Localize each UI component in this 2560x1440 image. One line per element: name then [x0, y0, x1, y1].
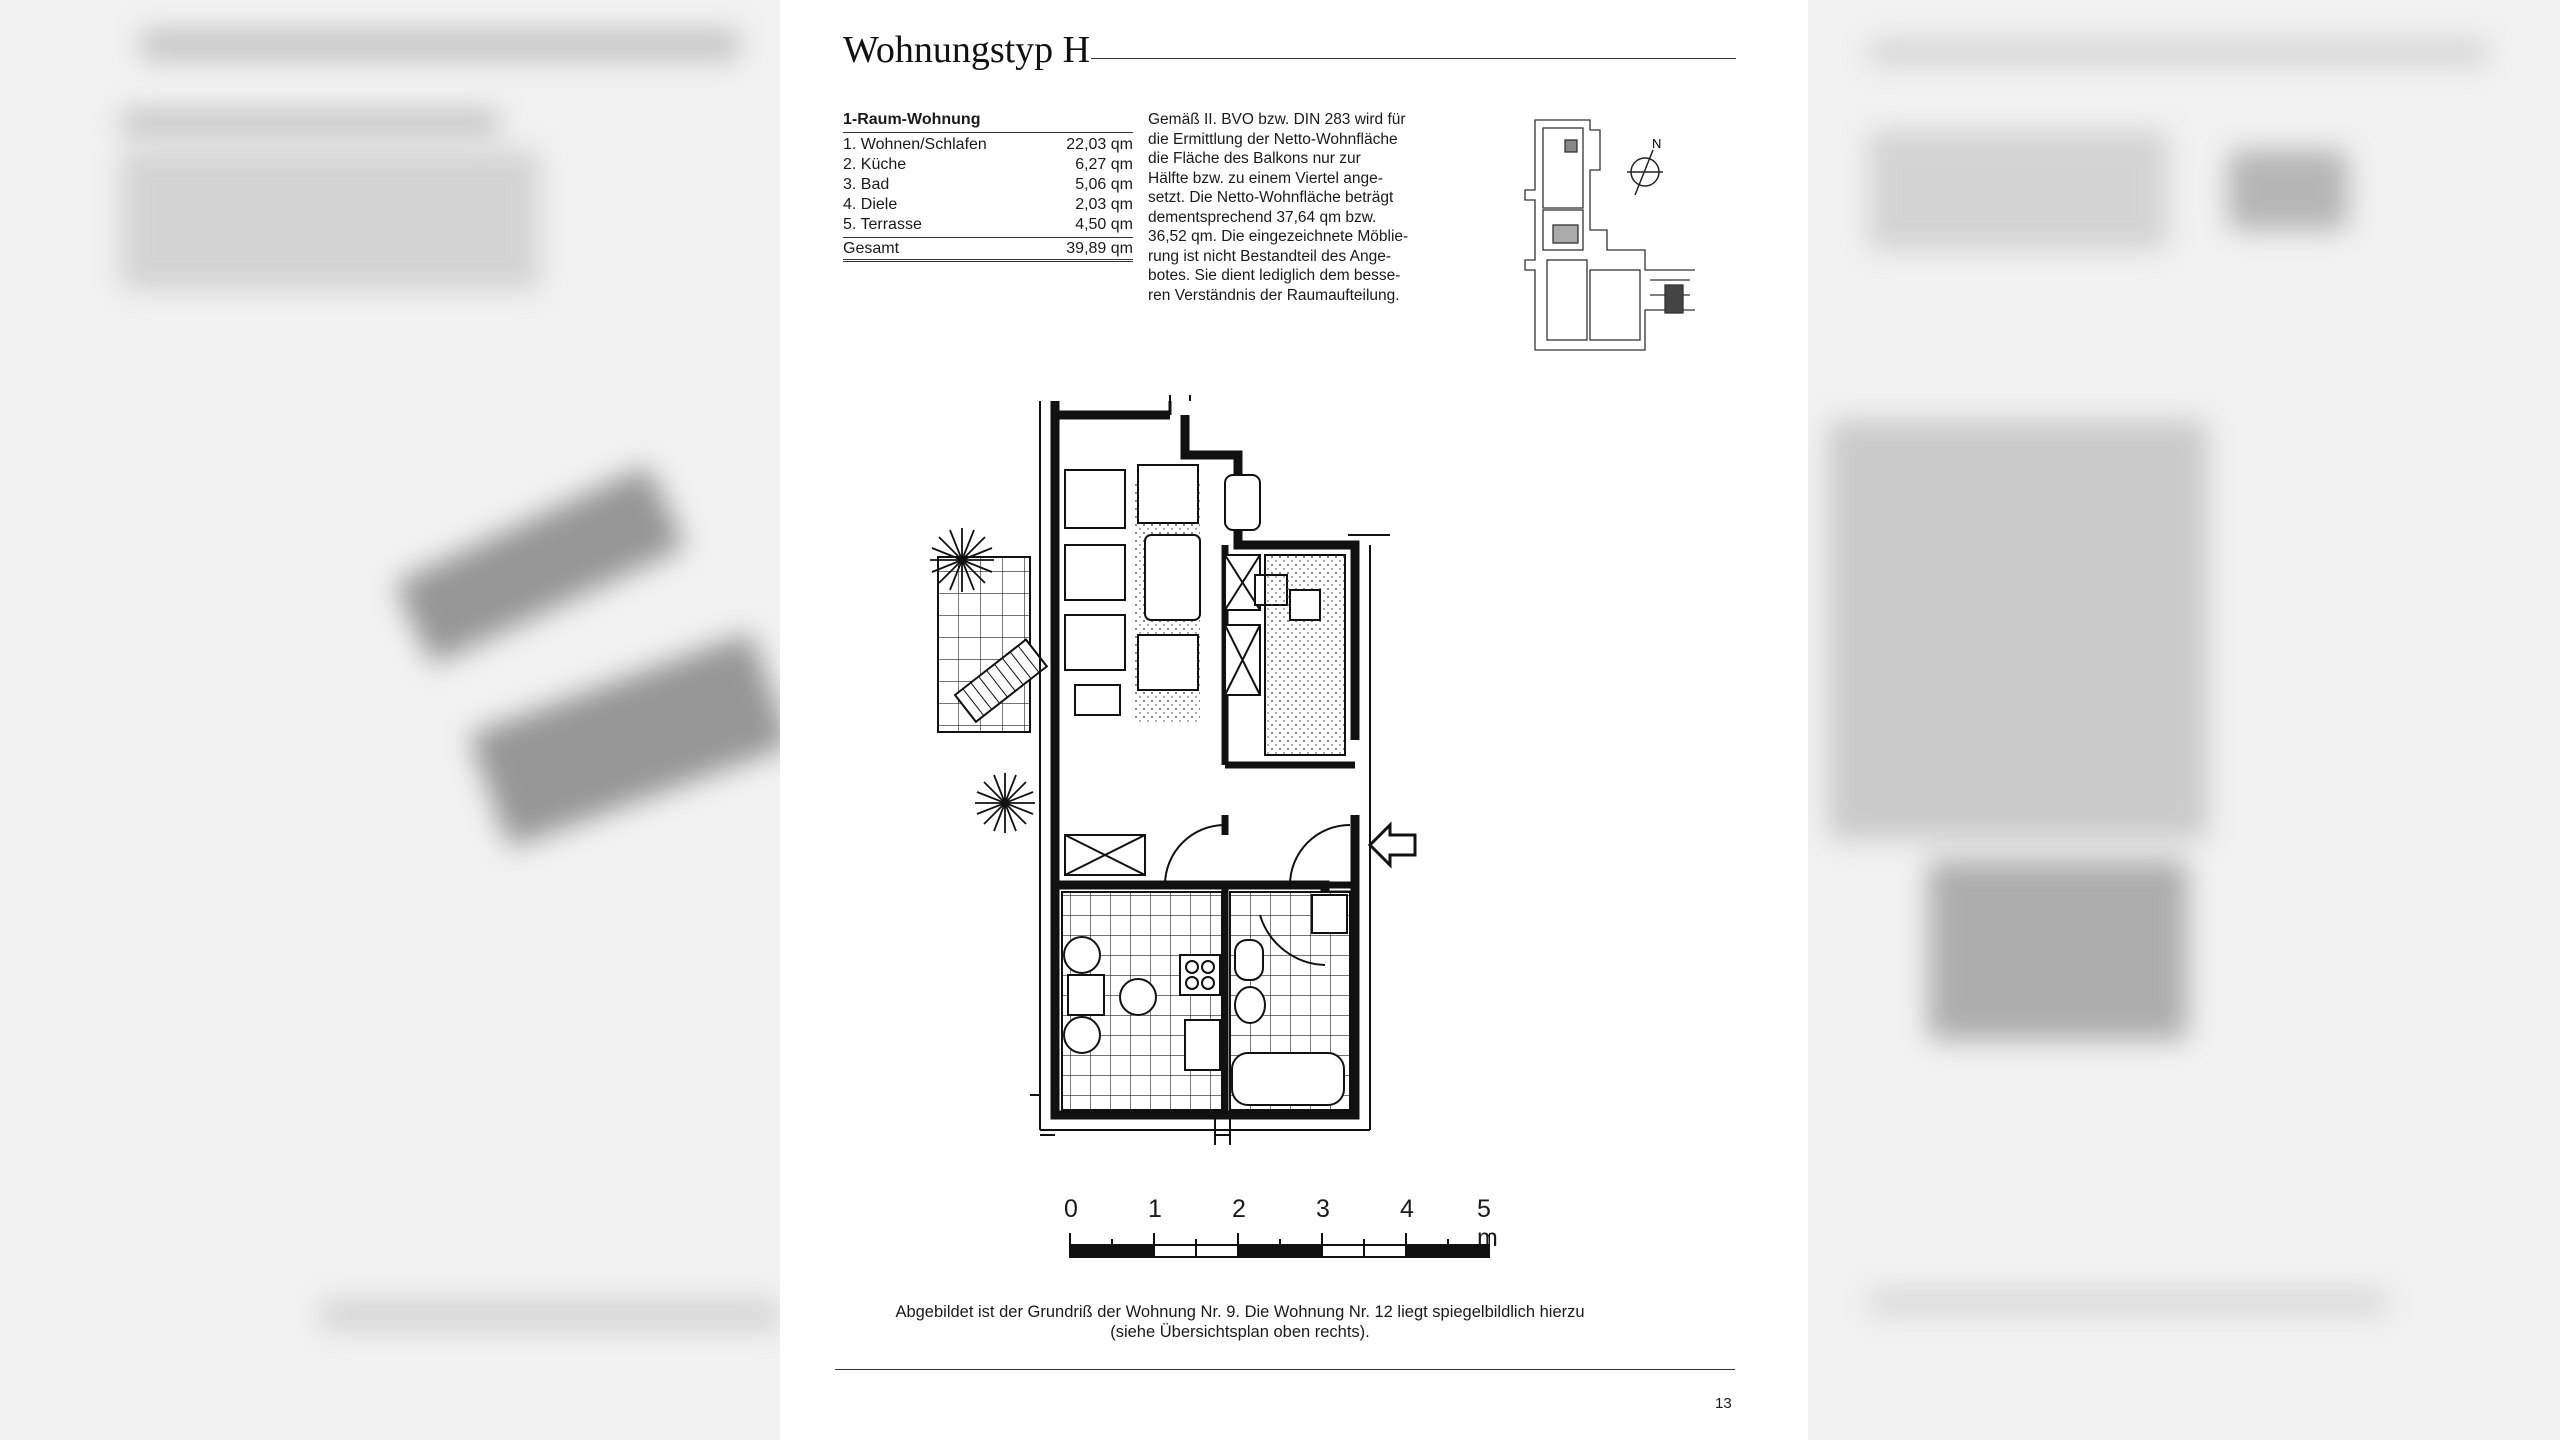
note-line: ren Verständnis der Raumaufteilung. — [1148, 286, 1400, 304]
area-total-row: Gesamt 39,89 qm — [843, 237, 1133, 262]
area-value: 5,06 qm — [1075, 176, 1133, 193]
floor-plan — [870, 390, 1500, 1175]
scale-label: 1 — [1148, 1195, 1162, 1223]
area-value: 22,03 qm — [1066, 136, 1133, 153]
area-label: 3. Bad — [843, 176, 890, 193]
bottom-rule — [835, 1369, 1735, 1370]
note-line: die Ermittlung der Netto-Wohnfläche — [1148, 130, 1398, 148]
area-table: 1-Raum-Wohnung 1. Wohnen/Schlafen 22,03 q… — [843, 110, 1133, 262]
area-row: 2. Küche 6,27 qm — [843, 155, 1133, 175]
scale-bar: 0 1 2 3 4 5 m — [1060, 1195, 1498, 1275]
kitchen — [1061, 891, 1223, 1111]
note-line: botes. Sie dient lediglich dem besse- — [1148, 267, 1401, 284]
area-note: Gemäß II. BVO bzw. DIN 283 wird für die … — [1148, 110, 1448, 305]
note-line: dementsprechend 37,64 qm bzw. — [1148, 208, 1377, 226]
area-label: 1. Wohnen/Schlafen — [843, 136, 987, 153]
title-row: Wohnungstyp H — [843, 28, 1743, 78]
area-table-heading: 1-Raum-Wohnung — [843, 110, 1133, 133]
area-label: 5. Terrasse — [843, 216, 922, 233]
area-row: 5. Terrasse 4,50 qm — [843, 215, 1133, 235]
area-value: 2,03 qm — [1075, 196, 1133, 213]
compass-icon — [1627, 149, 1663, 196]
bed-or-shower-area — [1264, 554, 1346, 756]
scale-label: 4 — [1400, 1195, 1414, 1223]
area-total-value: 39,89 qm — [1066, 240, 1133, 257]
note-line: rung ist nicht Bestandteil des Ange- — [1148, 247, 1391, 265]
compass-north-label: N — [1652, 136, 1661, 151]
note-line: Gemäß II. BVO bzw. DIN 283 wird für — [1148, 111, 1406, 128]
scale-label: 0 — [1064, 1195, 1078, 1223]
area-row: 1. Wohnen/Schlafen 22,03 qm — [843, 135, 1133, 155]
scale-label: 2 — [1232, 1195, 1246, 1223]
area-label: 2. Küche — [843, 156, 907, 173]
scale-label: 3 — [1316, 1195, 1330, 1223]
area-value: 6,27 qm — [1075, 156, 1133, 173]
page-number: 13 — [1715, 1395, 1732, 1412]
blurred-background-left — [0, 0, 780, 1440]
entrance-arrow-icon — [1367, 821, 1417, 869]
area-row: 4. Diele 2,03 qm — [843, 195, 1133, 215]
caption-line: Abgebildet ist der Grundriß der Wohnung … — [895, 1303, 1585, 1321]
living-furniture — [1064, 464, 1288, 876]
area-value: 4,50 qm — [1075, 216, 1133, 233]
area-row: 3. Bad 5,06 qm — [843, 175, 1133, 195]
note-line: die Fläche des Balkons nur zur — [1148, 150, 1361, 167]
caption-line: (siehe Übersichtsplan oben rechts). — [1110, 1323, 1370, 1341]
area-label: 4. Diele — [843, 196, 898, 213]
figure-caption: Abgebildet ist der Grundriß der Wohnung … — [870, 1302, 1610, 1342]
blurred-background-right — [1808, 0, 2560, 1440]
sun-lounger-icon — [953, 638, 1049, 724]
bathroom — [1229, 891, 1351, 1111]
page-title: Wohnungstyp H — [843, 29, 1091, 71]
document-page: Wohnungstyp H 1-Raum-Wohnung 1. Wohnen/S… — [780, 0, 1808, 1440]
title-rule — [1091, 58, 1736, 59]
scale-ruler — [1069, 1233, 1490, 1258]
note-line: Hälfte bzw. zu einem Viertel ange- — [1148, 169, 1383, 187]
plant-icon — [930, 528, 1035, 833]
note-line: setzt. Die Netto-Wohnfläche beträgt — [1148, 189, 1394, 206]
note-line: 36,52 qm. Die eingezeichnete Möblie- — [1148, 228, 1409, 245]
area-total-label: Gesamt — [843, 240, 900, 257]
site-overview-plan: N — [1495, 110, 1701, 360]
terrace — [937, 556, 1049, 733]
